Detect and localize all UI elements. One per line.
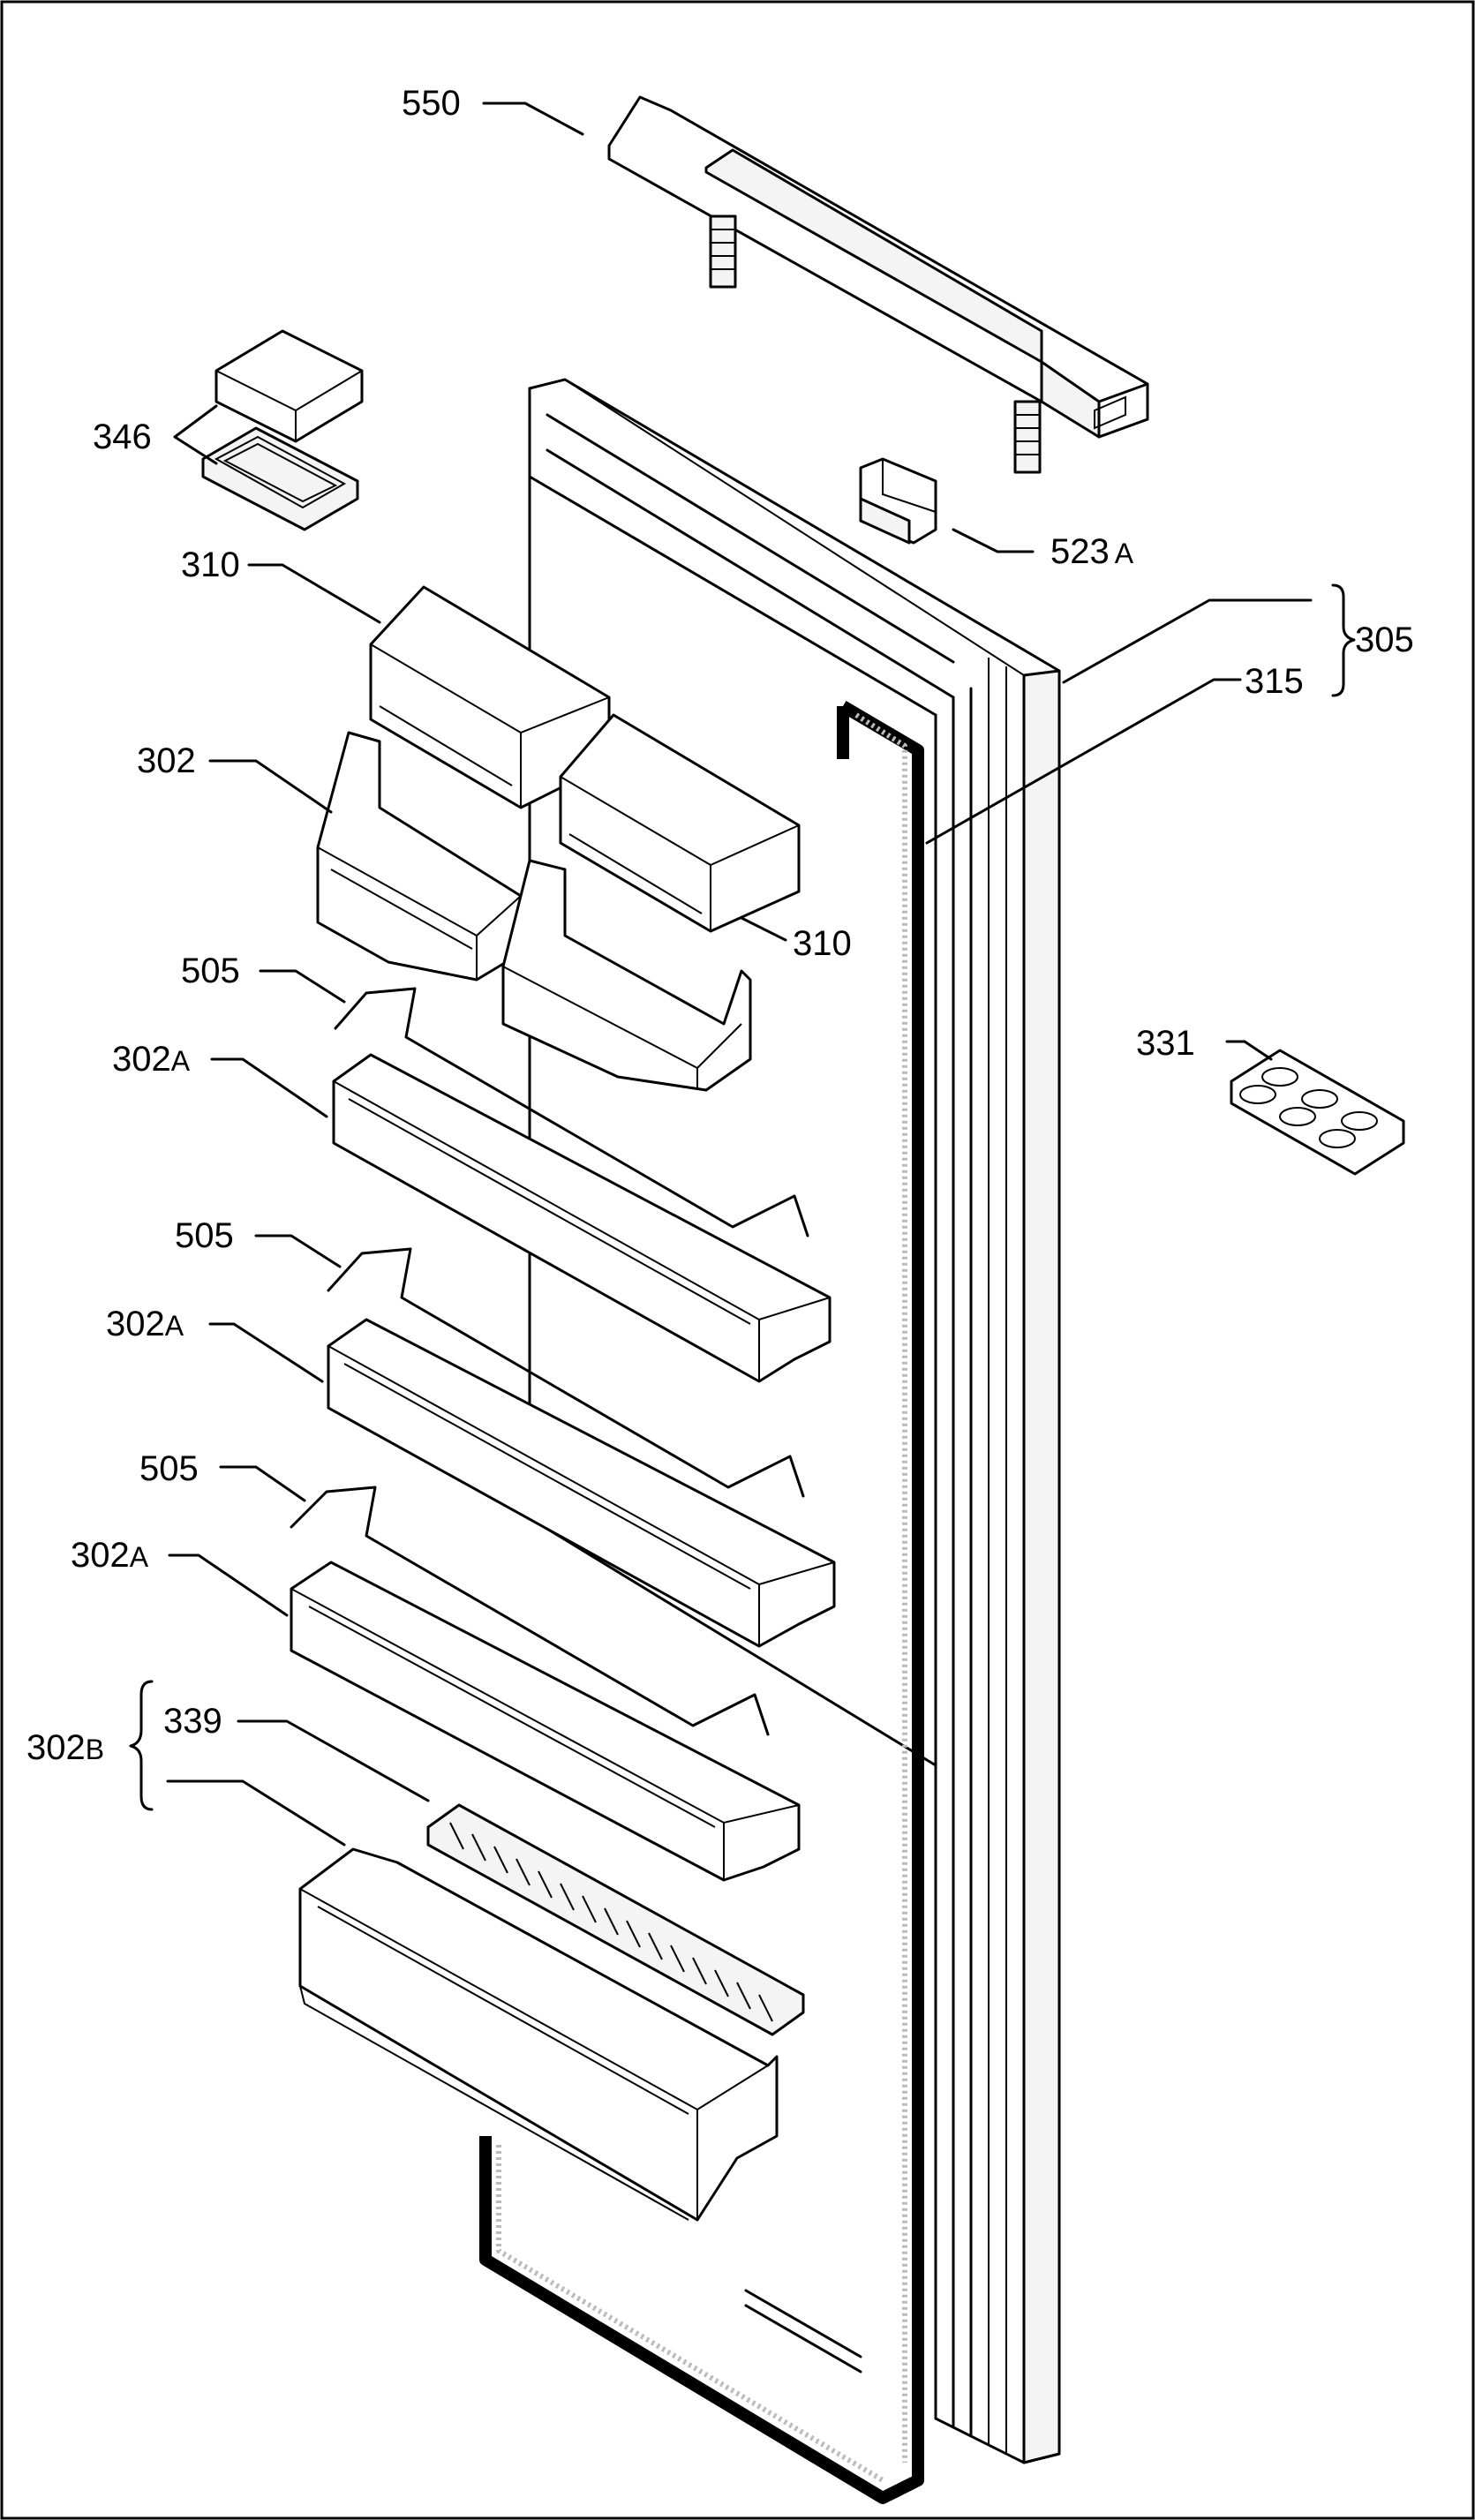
door-gasket bbox=[479, 700, 924, 2504]
part-302a-shelf-1 bbox=[332, 987, 832, 1383]
brace-302b bbox=[129, 1680, 154, 1811]
part-346-butter-box bbox=[201, 329, 364, 531]
callout-302: 302 bbox=[137, 741, 196, 780]
callout-305: 305 bbox=[1355, 621, 1414, 659]
door-handle bbox=[607, 95, 1149, 474]
brace-305 bbox=[1331, 583, 1356, 697]
callout-302b: 302B bbox=[26, 1728, 104, 1767]
callout-310-lower: 310 bbox=[793, 924, 852, 963]
callout-339: 339 bbox=[163, 1702, 222, 1741]
part-339-bottle-rack bbox=[426, 1803, 805, 2036]
callout-315: 315 bbox=[1245, 662, 1304, 701]
leader-lines bbox=[166, 102, 1313, 1847]
part-310-dairy-lid-lower bbox=[559, 713, 801, 933]
callout-302a-2: 302A bbox=[106, 1305, 184, 1343]
callout-505-1: 505 bbox=[181, 952, 240, 990]
callout-331: 331 bbox=[1136, 1024, 1195, 1063]
part-302a-shelf-3 bbox=[290, 1486, 801, 1882]
part-302b-bottom-bin bbox=[298, 1847, 779, 2222]
callout-505-3: 505 bbox=[139, 1449, 199, 1488]
part-505-rail-1 bbox=[334, 987, 809, 1237]
part-310-dairy-lid-upper bbox=[369, 585, 611, 809]
part-505-rail-2 bbox=[327, 1247, 805, 1498]
part-523a-block bbox=[859, 457, 937, 545]
callout-302a-1: 302A bbox=[112, 1040, 191, 1079]
callout-302a-3: 302A bbox=[71, 1536, 149, 1575]
callout-346: 346 bbox=[93, 417, 152, 456]
part-331-egg-tray bbox=[1230, 1049, 1405, 1176]
callout-550: 550 bbox=[402, 84, 461, 123]
callout-310-upper: 310 bbox=[181, 545, 240, 584]
part-505-rail-3 bbox=[290, 1486, 770, 1736]
part-302-shelf-right bbox=[501, 859, 752, 1092]
callout-505-2: 505 bbox=[175, 1216, 234, 1255]
part-302a-shelf-2 bbox=[327, 1247, 836, 1648]
